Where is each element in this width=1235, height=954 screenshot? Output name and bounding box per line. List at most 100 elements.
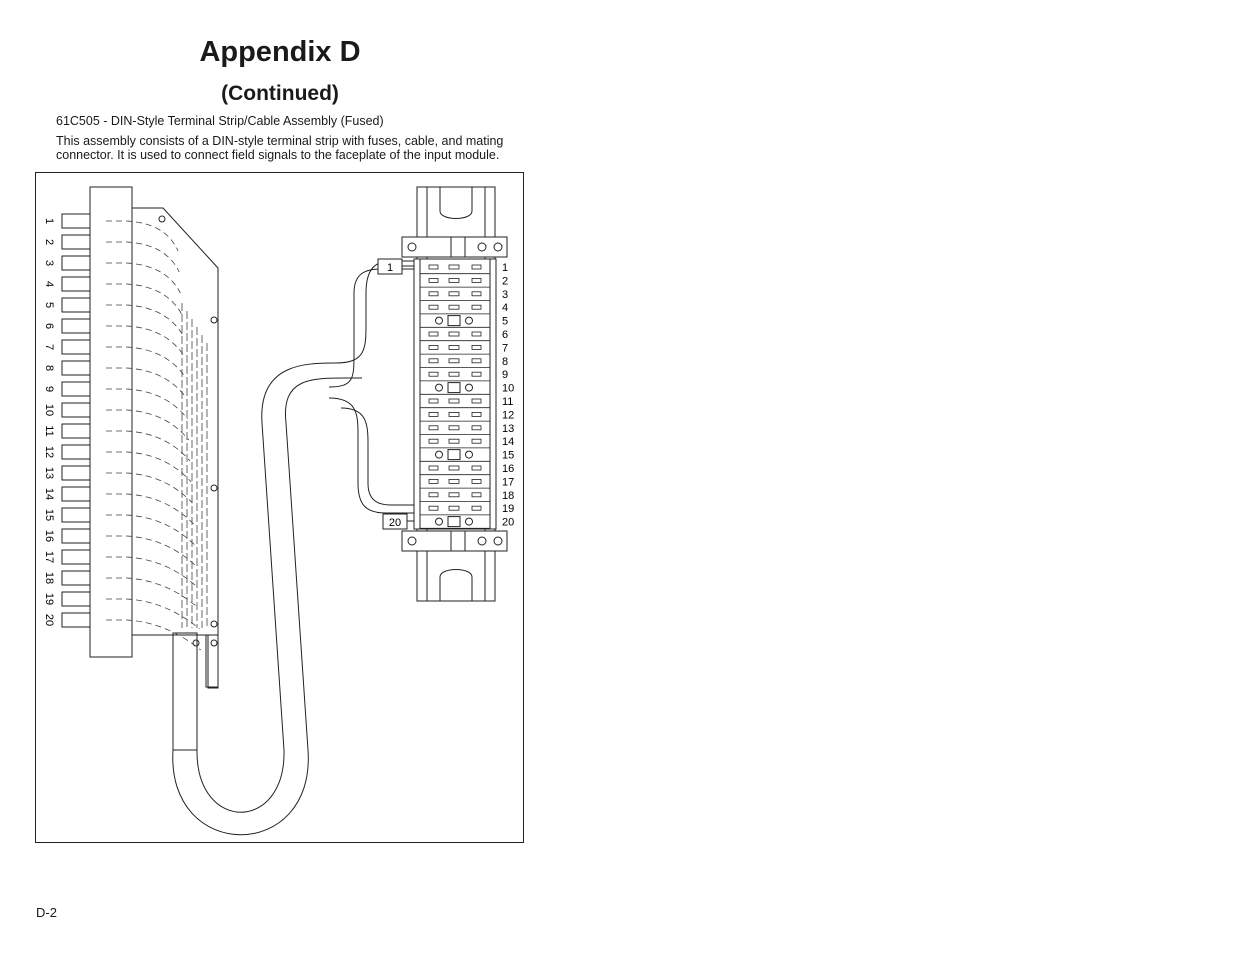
terminal-screw (471, 425, 482, 431)
connector-wire (106, 325, 185, 357)
connector-wire (106, 262, 181, 294)
connector-pin-number: 3 (43, 260, 55, 266)
connector-pin (61, 465, 91, 481)
page-number: D-2 (36, 905, 57, 920)
connector-pin-number: 18 (43, 572, 55, 584)
connector-pin (61, 381, 91, 397)
terminal-screw (428, 371, 439, 377)
terminal-screw (448, 438, 460, 444)
connector-pin (61, 549, 91, 565)
connector-pin (61, 402, 91, 418)
terminal-number: 5 (502, 316, 508, 328)
terminal-number: 20 (502, 517, 514, 529)
terminal-number: 18 (502, 490, 514, 502)
terminal-screw (428, 411, 439, 417)
connector-pin (61, 339, 91, 355)
terminal-screw (448, 398, 460, 404)
connector-pin (61, 360, 91, 376)
connector-pin-number: 10 (43, 404, 55, 416)
terminal-number: 1 (502, 262, 508, 274)
connector-pin-number: 5 (43, 302, 55, 308)
fuse-clip (465, 316, 473, 325)
assembly-description: This assembly consists of a DIN-style te… (56, 134, 504, 162)
terminal-screw (448, 411, 460, 417)
fuse (447, 315, 461, 327)
terminal-screw (471, 331, 482, 337)
connector-pin-number: 20 (43, 614, 55, 626)
terminal-screw (471, 505, 482, 511)
terminal-number: 3 (502, 289, 508, 301)
terminal-screw (471, 438, 482, 444)
terminal-screw (428, 331, 439, 337)
connector-wire (106, 577, 199, 609)
connector-pin-number: 15 (43, 509, 55, 521)
connector-pin-number: 14 (43, 488, 55, 500)
page-title: Appendix D (199, 36, 361, 68)
connector-wire (106, 430, 191, 462)
fuse (447, 382, 461, 394)
connector-pin (61, 234, 91, 250)
terminal-screw (428, 425, 439, 431)
terminal-screw (471, 278, 482, 283)
connector-pin (61, 507, 91, 523)
connector-pin-number: 17 (43, 551, 55, 563)
connector-pin-number: 11 (43, 425, 55, 436)
connector-wire (106, 388, 188, 420)
screw-hole (210, 316, 218, 324)
terminal-number: 6 (502, 329, 508, 341)
terminal-number: 12 (502, 409, 514, 421)
terminal-screw (471, 291, 482, 297)
terminal-screw (471, 492, 482, 498)
fuse-clip (435, 450, 443, 459)
terminal-number: 11 (502, 396, 513, 408)
connector-wire (106, 220, 179, 252)
fuse-clip (465, 450, 473, 459)
connector-pin-number: 19 (43, 593, 55, 605)
fuse-clip (435, 383, 443, 392)
terminal-screw (471, 478, 482, 484)
connector-pin-number: 9 (43, 386, 55, 392)
terminal-screw (471, 371, 482, 377)
terminal-number: 15 (502, 450, 514, 462)
cable-label-bottom: 20 (389, 517, 401, 529)
screw-hole (210, 639, 218, 647)
terminal-number: 16 (502, 463, 514, 475)
terminal-screw (428, 264, 439, 270)
terminal-screw (448, 278, 460, 283)
connector-wire (106, 556, 198, 588)
terminal-screw (448, 505, 460, 511)
terminal-screw (471, 411, 482, 417)
connector-wire (106, 451, 192, 483)
terminal-screw (428, 278, 439, 283)
terminal-screw (471, 304, 482, 310)
terminal-screw (428, 291, 439, 297)
terminal-screw (448, 465, 460, 471)
terminal-number: 17 (502, 476, 514, 488)
fuse-clip (435, 517, 443, 526)
terminal-screw (428, 478, 439, 484)
terminal-screw (448, 358, 460, 364)
connector-pin (61, 423, 91, 439)
connector-pin (61, 318, 91, 334)
connector-pin-number: 6 (43, 323, 55, 329)
terminal-screw (471, 398, 482, 404)
connector-pin-number: 13 (43, 467, 55, 479)
connector-pin (61, 486, 91, 502)
terminal-screw (471, 358, 482, 364)
terminal-screw (448, 331, 460, 337)
terminal-number: 9 (502, 369, 508, 381)
terminal-number: 7 (502, 342, 508, 354)
connector-pin-number: 12 (43, 446, 55, 458)
screw-hole (210, 484, 218, 492)
terminal-number: 14 (502, 436, 514, 448)
connector-pin-number: 4 (43, 281, 55, 287)
connector-latch (205, 634, 219, 688)
cable-outer (172, 377, 362, 836)
terminal-number: 13 (502, 423, 514, 435)
connector-pin-number: 8 (43, 365, 55, 371)
connector-pin (61, 612, 91, 628)
connector-wire (106, 346, 186, 378)
terminal-number: 10 (502, 383, 514, 395)
connector-pin-number: 2 (43, 239, 55, 245)
